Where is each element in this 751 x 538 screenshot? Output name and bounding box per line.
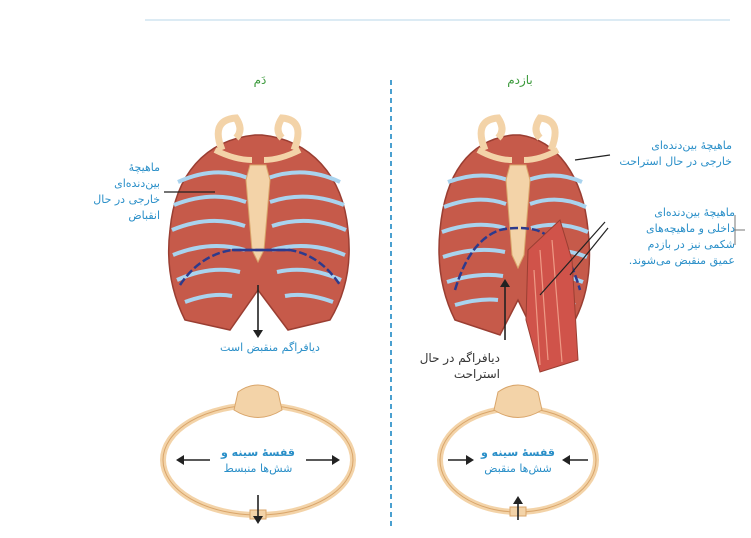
inhale-muscle-line-1: ماهیچهٔ <box>70 160 160 176</box>
exhale-external-leader <box>575 155 610 160</box>
inhale-rib-cage <box>169 118 349 330</box>
inhale-chest-line-2: شش‌ها منبسط <box>203 461 313 477</box>
exhale-diaphragm-label: دیافراگم در حال استراحت <box>410 350 500 382</box>
exhale-diaphragm-line-1: دیافراگم در حال <box>410 350 500 366</box>
exhale-chest-label: قفسهٔ سینه و شش‌ها منقبض <box>468 445 568 477</box>
inhale-muscle-label: ماهیچهٔ بین‌دنده‌ای خارجی در حال انقباض <box>70 160 160 224</box>
inhale-title: دَم <box>240 72 280 88</box>
exhale-external-line-1: ماهیچهٔ بین‌دنده‌ای <box>612 138 732 154</box>
inhale-muscle-line-2: بین‌دنده‌ای <box>70 176 160 192</box>
exhale-chest-line-1: قفسهٔ سینه و <box>468 445 568 461</box>
exhale-external-label: ماهیچهٔ بین‌دنده‌ای خارجی در حال استراحت <box>612 138 732 170</box>
inhale-chest-label: قفسهٔ سینه و شش‌ها منبسط <box>203 445 313 477</box>
inhale-muscle-line-3: خارجی در حال <box>70 192 160 208</box>
exhale-internal-line-3: شکمی نیز در بازدم <box>610 237 735 253</box>
exhale-chest-line-2: شش‌ها منقبض <box>468 461 568 477</box>
exhale-diaphragm-line-2: استراحت <box>410 366 500 382</box>
exhale-internal-line-4: عمیق منقبض می‌شوند. <box>610 253 735 269</box>
exhale-internal-line-1: ماهیچهٔ بین‌دنده‌ای <box>610 205 735 221</box>
exhale-internal-label: ماهیچهٔ بین‌دنده‌ای داخلی و ماهیچه‌های ش… <box>610 205 735 269</box>
exhale-external-line-2: خارجی در حال استراحت <box>612 154 732 170</box>
inhale-diaphragm-label: دیافراگم منقبض است <box>195 340 345 356</box>
exhale-internal-line-2: داخلی و ماهیچه‌های <box>610 221 735 237</box>
inhale-muscle-line-4: انقباض <box>70 208 160 224</box>
inhale-chest-line-1: قفسهٔ سینه و <box>203 445 313 461</box>
exhale-title: بازدم <box>490 72 550 88</box>
